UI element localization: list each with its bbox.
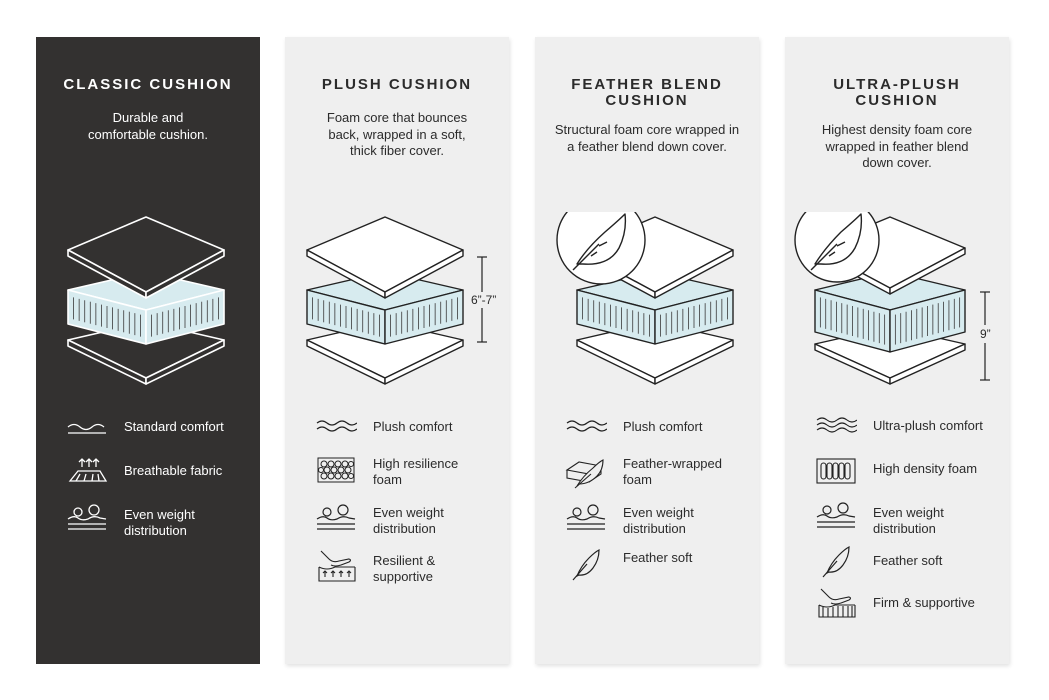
cushion-layers-illustration: [785, 212, 1009, 387]
feature-label: Even weight distribution: [124, 507, 195, 538]
feature-item: Ultra-plush comfort: [785, 416, 1009, 452]
panel-description: Structural foam core wrapped in a feathe…: [554, 122, 740, 154]
cushion-layers-illustration: [285, 212, 509, 387]
foam-cells-icon: [315, 456, 357, 490]
feature-item: Even weight distribution: [535, 503, 759, 539]
hand-press-icon: [315, 549, 357, 583]
panel-classic-cushion: CLASSIC CUSHION Durable and comfortable …: [36, 37, 260, 664]
feature-item: Even weight distribution: [785, 501, 1009, 537]
feature-label: Feather soft: [623, 550, 693, 565]
weight-distribution-icon: [66, 503, 108, 537]
dimension-label: 9”: [980, 327, 991, 341]
weight-distribution-icon: [815, 501, 857, 535]
density-foam-icon: [815, 457, 857, 491]
breathable-fabric-icon: [66, 457, 108, 491]
feature-label: Even weight distribution: [623, 505, 694, 536]
panel-feather-blend-cushion: FEATHER BLEND CUSHION Structural foam co…: [535, 37, 759, 664]
feature-item: Resilient & supportive: [285, 549, 509, 585]
feature-item: High resilience foam: [285, 456, 509, 492]
feature-item: Plush comfort: [535, 417, 759, 453]
wave-icon: [815, 416, 857, 450]
feature-label: Standard comfort: [124, 419, 224, 434]
hand-press-icon: [815, 587, 857, 621]
feature-label: Ultra-plush comfort: [873, 418, 983, 433]
feature-item: Feather-wrapped foam: [535, 456, 759, 492]
wave-icon: [565, 417, 607, 451]
panel-description: Foam core that bounces back, wrapped in …: [326, 110, 468, 158]
feature-item: Feather soft: [785, 545, 1009, 581]
feature-label: High density foam: [873, 461, 978, 476]
panel-description: Highest density foam core wrapped in fea…: [821, 122, 973, 170]
feature-item: Even weight distribution: [36, 503, 260, 539]
feature-label: Even weight distribution: [373, 505, 444, 536]
panel-description: Durable and comfortable cushion.: [88, 110, 208, 142]
feature-item: Breathable fabric: [36, 457, 260, 493]
feather-icon: [565, 548, 607, 582]
feature-item: Firm & supportive: [785, 587, 1009, 623]
feature-item: High density foam: [785, 457, 1009, 493]
feature-label: Plush comfort: [373, 419, 453, 434]
weight-distribution-icon: [565, 503, 607, 537]
feature-label: Feather soft: [873, 553, 943, 568]
panel-plush-cushion: PLUSH CUSHION Foam core that bounces bac…: [285, 37, 509, 664]
feature-label: Plush comfort: [623, 419, 703, 434]
feature-label: Feather-wrapped foam: [623, 456, 722, 487]
wave-icon: [315, 417, 357, 451]
panel-title: FEATHER BLEND CUSHION: [571, 76, 723, 109]
feature-label: Even weight distribution: [873, 505, 944, 536]
cushion-layers-illustration: [535, 212, 759, 387]
dimension-label: 6”-7”: [471, 293, 497, 307]
feature-label: High resilience foam: [373, 456, 459, 487]
weight-distribution-icon: [315, 503, 357, 537]
panel-title: CLASSIC CUSHION: [63, 76, 233, 93]
cushion-layers-illustration: [36, 212, 260, 387]
panel-title: ULTRA-PLUSH CUSHION: [833, 76, 961, 109]
panel-title: PLUSH CUSHION: [321, 76, 473, 93]
feature-label: Firm & supportive: [873, 595, 975, 610]
feature-label: Breathable fabric: [124, 463, 223, 478]
feather-wrapped-foam-icon: [565, 456, 607, 490]
feature-item: Standard comfort: [36, 417, 260, 453]
feature-item: Even weight distribution: [285, 503, 509, 539]
feature-item: Plush comfort: [285, 417, 509, 453]
wave-icon: [66, 417, 108, 451]
feather-icon: [815, 545, 857, 579]
feature-label: Resilient & supportive: [373, 553, 436, 584]
feature-item: Feather soft: [535, 548, 759, 584]
panel-ultra-plush-cushion: ULTRA-PLUSH CUSHION Highest density foam…: [785, 37, 1009, 664]
